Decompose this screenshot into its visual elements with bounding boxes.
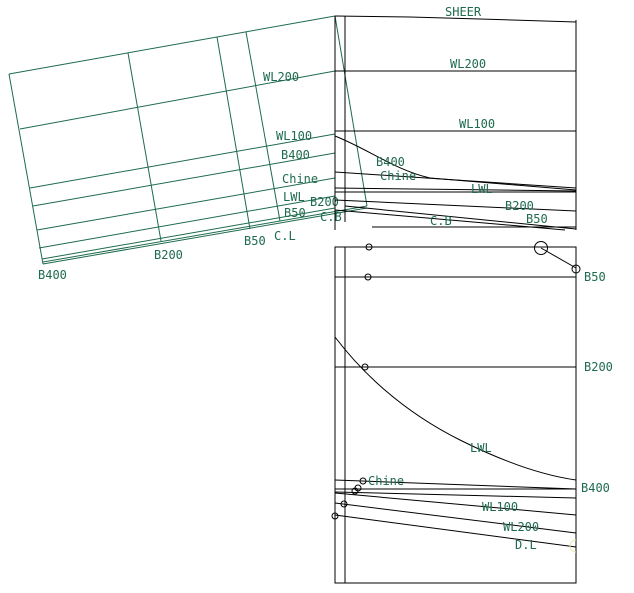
label-profile-cb: C.B <box>430 214 452 228</box>
grid-row-cl <box>42 207 368 265</box>
control-point-selected[interactable] <box>534 241 548 255</box>
control-point[interactable] <box>571 264 581 274</box>
label-profile-wl200: WL200 <box>450 57 486 71</box>
label-bottom-b200: B200 <box>154 248 183 262</box>
grid-col-b50a <box>216 36 251 230</box>
label-plan-lwl: LWL <box>470 441 492 455</box>
plan-view: B50 B200 LWL Chine B400 WL100 WL200 D.L <box>331 241 613 584</box>
label-b50: B50 <box>284 206 306 220</box>
profile-b200-line <box>334 199 577 212</box>
label-profile-b200: B200 <box>505 199 534 213</box>
label-b200-truncated: B200 <box>310 195 339 209</box>
label-lwl: LWL <box>283 190 305 204</box>
plan-wl100-line <box>334 491 577 499</box>
label-plan-wl100: WL100 <box>482 500 518 514</box>
label-cl: C.L <box>274 229 296 243</box>
label-plan-b50: B50 <box>584 270 606 284</box>
label-bottom-b400: B400 <box>38 268 67 282</box>
plan-chine-line <box>334 479 577 490</box>
control-point[interactable] <box>359 477 367 485</box>
label-sheer: SHEER <box>445 5 482 19</box>
grid-row-wl100 <box>29 133 336 189</box>
profile-b400-curve <box>334 135 577 191</box>
profile-view: SHEER WL200 WL100 B400 Chine LWL B200 B5… <box>334 5 577 231</box>
grid-row-lwl <box>38 195 336 249</box>
control-point[interactable] <box>331 512 339 520</box>
control-point[interactable] <box>364 273 372 281</box>
grid-col-cl <box>334 15 368 207</box>
label-plan-wl200: WL200 <box>503 520 539 534</box>
plan-wl200-line <box>334 502 577 534</box>
grid-row-b400 <box>32 152 336 207</box>
grid-top-edge <box>8 15 336 75</box>
label-plan-chine: Chine <box>368 474 404 488</box>
label-chine: Chine <box>282 172 318 186</box>
control-point[interactable] <box>365 243 373 251</box>
label-cb: C.B <box>320 210 342 224</box>
label-plan-b400: B400 <box>581 481 610 495</box>
label-wl200: WL200 <box>263 70 299 84</box>
label-plan-b200: B200 <box>584 360 613 374</box>
plan-lwl-curve <box>334 336 577 481</box>
sheer-line <box>334 15 577 23</box>
profile-chine-line <box>334 171 577 189</box>
label-profile-lwl: LWL <box>471 182 493 196</box>
label-profile-chine: Chine <box>380 169 416 183</box>
grid-col-b50b <box>245 31 281 222</box>
grid-left-edge <box>8 73 44 265</box>
label-plan-dl: D.L <box>515 538 537 552</box>
grid-row-cb <box>42 205 368 263</box>
grid-row-b50 <box>41 207 336 260</box>
profile-lwl-line <box>334 187 577 192</box>
control-point[interactable] <box>351 487 359 495</box>
plan-dl-line <box>334 514 577 548</box>
label-profile-b400: B400 <box>376 155 405 169</box>
highlight-arc <box>569 539 577 553</box>
control-point[interactable] <box>340 500 348 508</box>
control-point[interactable] <box>361 363 369 371</box>
label-profile-b50: B50 <box>526 212 548 226</box>
grid-col-b200 <box>127 52 162 242</box>
label-profile-wl100: WL100 <box>459 117 495 131</box>
plan-wl100-line-2 <box>334 492 577 516</box>
label-b400: B400 <box>281 148 310 162</box>
grid-row-wl200 <box>19 70 336 130</box>
label-bottom-b50: B50 <box>244 234 266 248</box>
label-wl100: WL100 <box>276 129 312 143</box>
perspective-grid: WL200 WL100 B400 Chine LWL B200 B50 C.B … <box>8 15 368 282</box>
plan-frame <box>334 246 577 584</box>
profile-b50-line <box>344 205 577 230</box>
grid-row-chine <box>36 177 336 231</box>
